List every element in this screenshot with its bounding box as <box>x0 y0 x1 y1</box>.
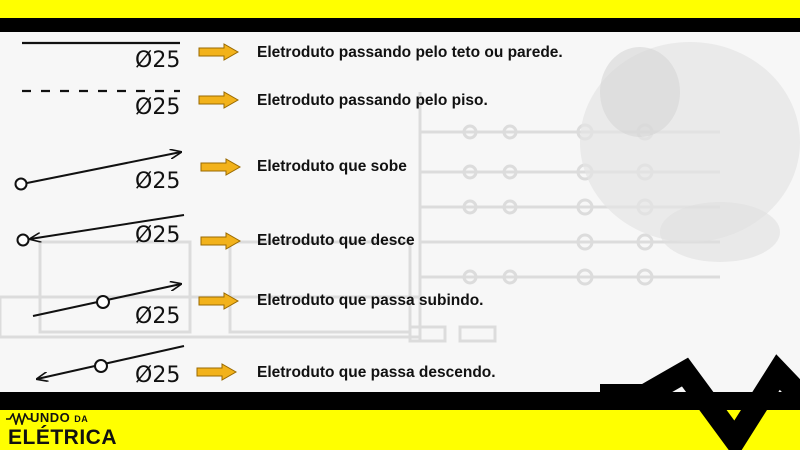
description-passing-down: Eletroduto que passa descendo. <box>257 364 496 381</box>
description-ceiling-wall: Eletroduto passando pelo teto ou parede. <box>257 44 563 61</box>
background-schematic <box>0 42 800 343</box>
logo-line2: ELÉTRICA <box>8 426 117 449</box>
dimension-label: Ø25 <box>135 363 181 388</box>
wave-icon <box>6 413 32 425</box>
content-panel <box>0 32 800 392</box>
dimension-label: Ø25 <box>135 304 181 329</box>
pointer-arrow-icon <box>198 43 240 61</box>
dimension-label: Ø25 <box>135 48 181 73</box>
pointer-arrow-icon <box>198 91 240 109</box>
dimension-label: Ø25 <box>135 223 181 248</box>
description-floor: Eletroduto passando pelo piso. <box>257 92 488 109</box>
top-black-band <box>0 18 800 32</box>
description-passing-up: Eletroduto que passa subindo. <box>257 292 484 309</box>
description-rising: Eletroduto que sobe <box>257 158 407 175</box>
dimension-label: Ø25 <box>135 95 181 120</box>
symbol-rising-arrow <box>14 152 182 191</box>
symbol-passing-up <box>32 284 181 317</box>
dimension-label: Ø25 <box>135 169 181 194</box>
symbol-passing-down <box>37 345 185 379</box>
top-yellow-band <box>0 0 800 18</box>
pointer-arrow-icon <box>198 292 240 310</box>
pointer-arrow-icon <box>200 232 242 250</box>
symbol-descending-arrow <box>16 214 185 247</box>
logo-line1-small: DA <box>74 414 89 424</box>
description-descending: Eletroduto que desce <box>257 232 415 249</box>
pointer-arrow-icon <box>200 158 242 176</box>
pointer-arrow-icon <box>196 363 238 381</box>
